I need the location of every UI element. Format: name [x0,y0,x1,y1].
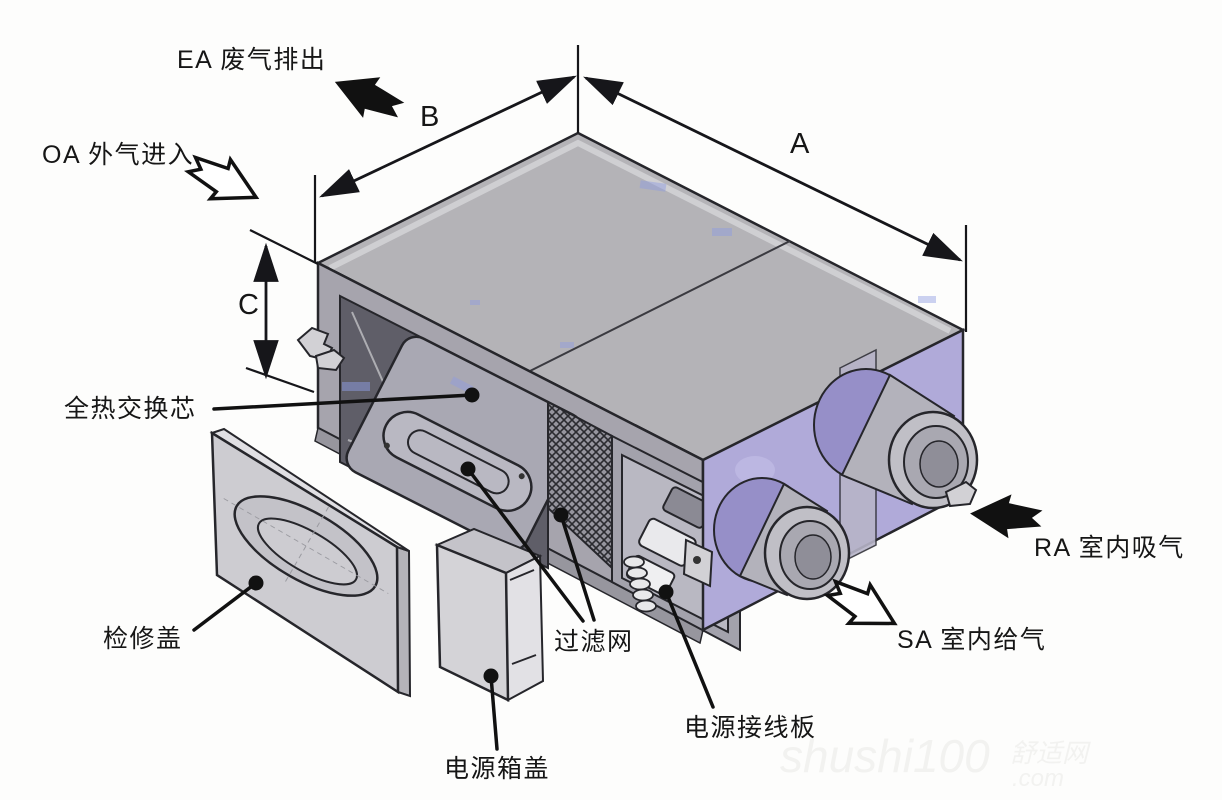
unit-top-seam [529,240,791,372]
duct-port-upper [813,368,979,510]
label-flow-sa: SA 室内给气 [897,626,1046,654]
terminal-coil [623,555,657,613]
unit-body [296,131,979,652]
leader-core [212,393,474,411]
core-handle-recess [407,429,510,495]
label-heat-exchange-core: 全热交换芯 [64,395,197,423]
unit-top-edge-highlight [328,139,952,334]
watermark-suffix: 舒适网 [1010,738,1091,768]
ea-exhaust-arrow-icon [326,61,410,131]
watermark-tld: .com [1012,765,1064,792]
bracket-hole [693,556,701,564]
oa-intake-arrow-icon [180,143,268,219]
core-handle-plate [382,410,533,513]
leader-filter-1 [466,467,585,623]
watermark: shushi100 舒适网 .com [780,730,1091,792]
leader-dots [248,387,674,684]
watermark-brand: shushi100 [780,730,990,782]
label-filter: 过滤网 [554,628,634,656]
sa-supply-arrow-icon [819,567,907,645]
extension-tick-c-top [249,229,319,265]
leader-filter-2 [559,513,596,622]
dimension-lines [245,45,968,394]
label-dimension-a: A [790,128,810,160]
duct-port-lower [713,477,851,601]
label-dimension-b: B [420,101,439,133]
core-cover-plate [345,335,584,552]
extension-tick-c-bottom [245,366,315,394]
leader-power-box-cover [489,674,499,751]
leader-inspection-cover [192,581,258,632]
end-face-tint [735,456,775,484]
label-flow-ra: RA 室内吸气 [1034,534,1185,562]
label-inspection-cover: 检修盖 [103,625,183,653]
label-flow-oa: OA 外气进入 [42,141,194,169]
dimension-line-b [319,75,577,198]
leader-lines [192,393,715,751]
leader-terminal-board [664,590,715,709]
ra-return-arrow-icon [968,491,1044,541]
label-power-terminal-board: 电源接线板 [684,714,817,742]
label-power-box-cover: 电源箱盖 [444,755,550,783]
inspection-cover-part [209,427,412,698]
label-dimension-c: C [238,289,259,321]
opening-blue-mark [342,382,370,391]
label-flow-ea: EA 废气排出 [177,46,326,74]
inspection-cover-emboss [223,495,389,597]
flange-notches [509,569,537,665]
dimension-line-a [583,76,963,262]
power-box-cover-part [434,527,545,703]
